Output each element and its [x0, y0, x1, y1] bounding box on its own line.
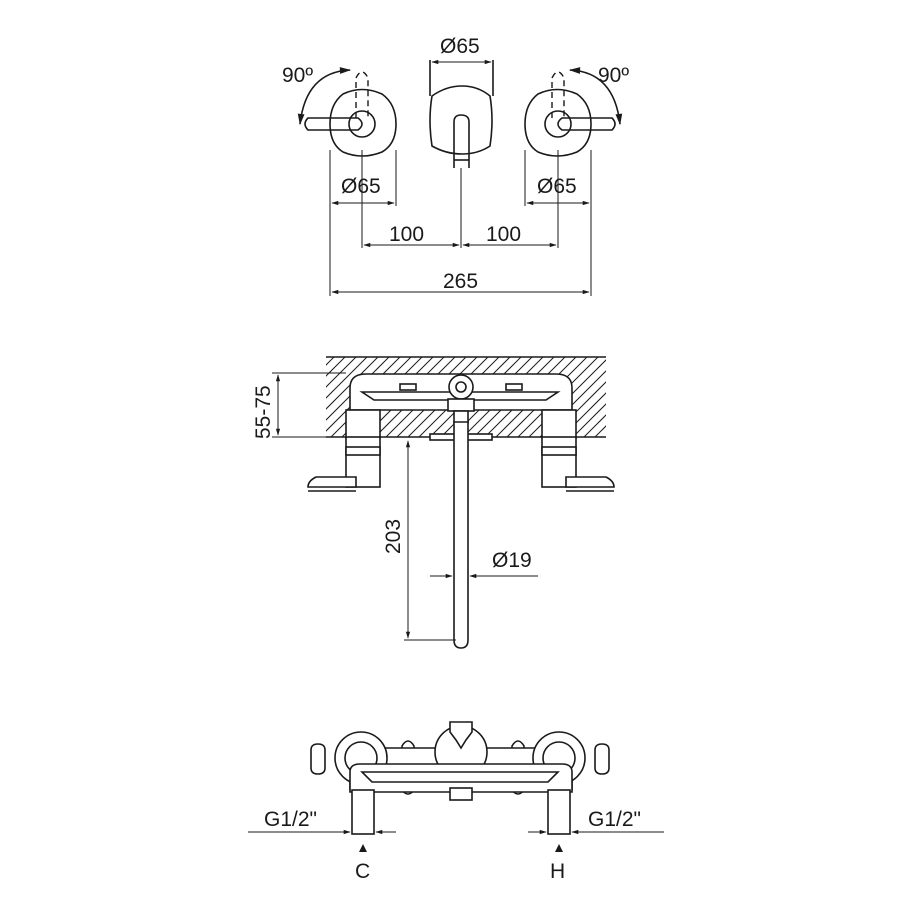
spout-diameter-label: Ø65 — [440, 35, 480, 58]
wall-hatch-line — [326, 357, 368, 399]
wall-hatch-line — [326, 357, 390, 421]
wall-hatch-line — [572, 403, 606, 437]
cold-thread-label: G1/2" — [264, 808, 317, 831]
wall-hatch-line — [614, 354, 700, 440]
angle-right-label: 90º — [598, 64, 629, 87]
cold-marker-label: C — [355, 860, 370, 883]
wall-hatch-line — [658, 354, 744, 440]
wall-hatch-line — [326, 357, 379, 410]
spout-top: Ø65 — [429, 35, 494, 248]
wall-hatch-line — [583, 414, 606, 437]
wall-hatch-line — [647, 354, 733, 440]
bottom-body — [310, 721, 610, 835]
wall-hatch-line — [669, 354, 755, 440]
concealed-body — [349, 373, 573, 424]
cold-arrow-icon — [359, 844, 367, 852]
angle-left-label: 90º — [282, 64, 313, 87]
right-handle-diameter-label: Ø65 — [537, 175, 577, 198]
wall-hatch-line — [594, 425, 606, 437]
total-width-label: 265 — [443, 270, 478, 293]
hot-marker-label: H — [550, 860, 565, 883]
right-spacing-label: 100 — [486, 223, 521, 246]
wall-hatch-line — [326, 357, 357, 388]
left-handle-top: 90º — [282, 64, 397, 157]
wall-hatch-line — [605, 436, 606, 437]
hot-thread-label: G1/2" — [588, 808, 641, 831]
wall-hatch-line — [691, 354, 777, 440]
right-handle-side — [541, 409, 615, 492]
wall-depth-label: 55-75 — [252, 385, 275, 439]
spout-height-label: 203 — [382, 519, 405, 554]
spout-diameter-side-label: Ø19 — [492, 549, 532, 572]
top-view: 90º Ø65 90º Ø65 — [282, 35, 629, 296]
right-handle-top: 90º — [524, 64, 629, 157]
spout-side — [429, 421, 493, 649]
bottom-view: G1/2" G1/2" C H — [248, 721, 664, 883]
side-view: 55-75 203 Ø19 — [252, 354, 777, 649]
wall-hatch-line — [326, 357, 346, 377]
left-handle-side — [307, 409, 381, 492]
hot-arrow-icon — [555, 844, 563, 852]
wall-hatch-line — [636, 354, 722, 440]
left-handle-diameter-label: Ø65 — [341, 175, 381, 198]
wall-hatch-line — [625, 354, 711, 440]
left-spacing-label: 100 — [389, 223, 424, 246]
wall-hatch-line — [680, 354, 766, 440]
